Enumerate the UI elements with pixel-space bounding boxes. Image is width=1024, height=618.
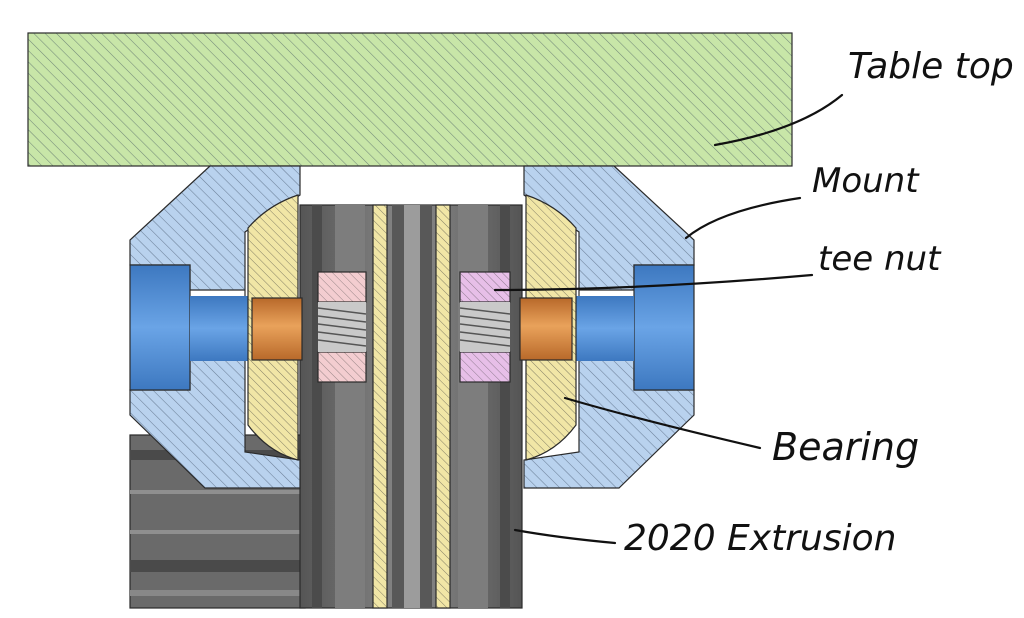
- leader-extrusion: [513, 528, 617, 545]
- label-extrusion: 2020 Extrusion: [624, 518, 896, 559]
- leader-mount: [684, 196, 802, 240]
- mount-left: [129, 165, 301, 489]
- label-table-top: Table top: [848, 46, 1014, 87]
- bearing-left: [247, 194, 303, 461]
- bearing-right: [519, 194, 577, 461]
- label-bearing: Bearing: [772, 425, 919, 469]
- leader-table-top: [713, 93, 844, 147]
- label-tee-nut: tee nut: [818, 239, 942, 279]
- extrusion-2020: [299, 204, 523, 609]
- mount-right: [523, 165, 695, 489]
- label-mount: Mount: [812, 161, 920, 201]
- tee-nut-right: [459, 271, 511, 383]
- table-top: [27, 32, 793, 167]
- tee-nut-left: [317, 271, 367, 383]
- leader-tee-nut: [493, 273, 814, 292]
- leader-bearing: [563, 396, 762, 450]
